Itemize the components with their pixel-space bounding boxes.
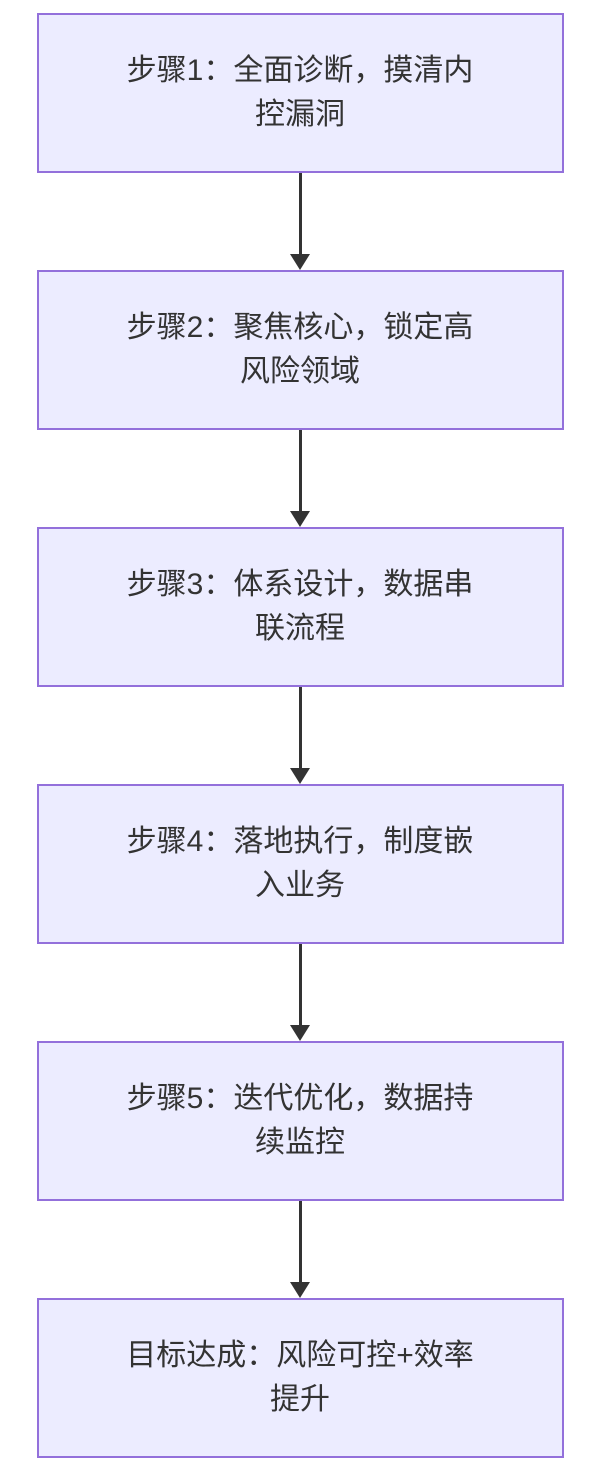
- arrow-head-down-icon: [290, 1025, 310, 1041]
- flow-node-step4: 步骤4：落地执行，制度嵌 入业务: [36, 784, 564, 944]
- arrow-line: [298, 173, 302, 254]
- arrow-head-down-icon: [290, 768, 310, 784]
- node-label-line: 目标达成：风险可控+效率: [126, 1339, 474, 1372]
- node-label-step3: 步骤3：体系设计，数据串 联流程: [127, 563, 474, 651]
- node-label-step2: 步骤2：聚焦核心，锁定高 风险领域: [127, 306, 474, 394]
- connector-step4-step5: [290, 944, 310, 1041]
- arrow-line: [298, 687, 302, 768]
- arrow-head-down-icon: [290, 254, 310, 270]
- node-label-line: 风险领域: [240, 355, 360, 388]
- node-label-line: 步骤2：聚焦核心，锁定高: [126, 311, 474, 344]
- node-label-line: 入业务: [255, 869, 345, 902]
- connector-step5-goal: [290, 1201, 310, 1298]
- connector-step2-step3: [290, 430, 310, 527]
- node-label-step1: 步骤1：全面诊断，摸清内 控漏洞: [127, 49, 474, 137]
- flow-node-goal: 目标达成：风险可控+效率 提升: [36, 1298, 564, 1458]
- flow-node-step5: 步骤5：迭代优化，数据持 续监控: [36, 1041, 564, 1201]
- node-label-step4: 步骤4：落地执行，制度嵌 入业务: [127, 820, 474, 908]
- arrow-line: [298, 944, 302, 1025]
- node-label-line: 步骤4：落地执行，制度嵌: [126, 825, 474, 858]
- connector-step3-step4: [290, 687, 310, 784]
- node-label-step5: 步骤5：迭代优化，数据持 续监控: [127, 1077, 474, 1165]
- arrow-head-down-icon: [290, 1282, 310, 1298]
- node-label-line: 提升: [270, 1383, 330, 1416]
- node-label-line: 步骤5：迭代优化，数据持: [126, 1082, 474, 1115]
- flow-node-step3: 步骤3：体系设计，数据串 联流程: [36, 527, 564, 687]
- node-label-line: 续监控: [255, 1126, 345, 1159]
- arrow-head-down-icon: [290, 511, 310, 527]
- node-label-goal: 目标达成：风险可控+效率 提升: [126, 1334, 474, 1422]
- flow-node-step2: 步骤2：聚焦核心，锁定高 风险领域: [36, 270, 564, 430]
- node-label-line: 联流程: [255, 612, 345, 645]
- connector-step1-step2: [290, 173, 310, 270]
- node-label-line: 控漏洞: [255, 98, 345, 131]
- arrow-line: [298, 1201, 302, 1282]
- node-label-line: 步骤3：体系设计，数据串: [126, 568, 474, 601]
- arrow-line: [298, 430, 302, 511]
- flow-node-step1: 步骤1：全面诊断，摸清内 控漏洞: [36, 13, 564, 173]
- node-label-line: 步骤1：全面诊断，摸清内: [126, 54, 474, 87]
